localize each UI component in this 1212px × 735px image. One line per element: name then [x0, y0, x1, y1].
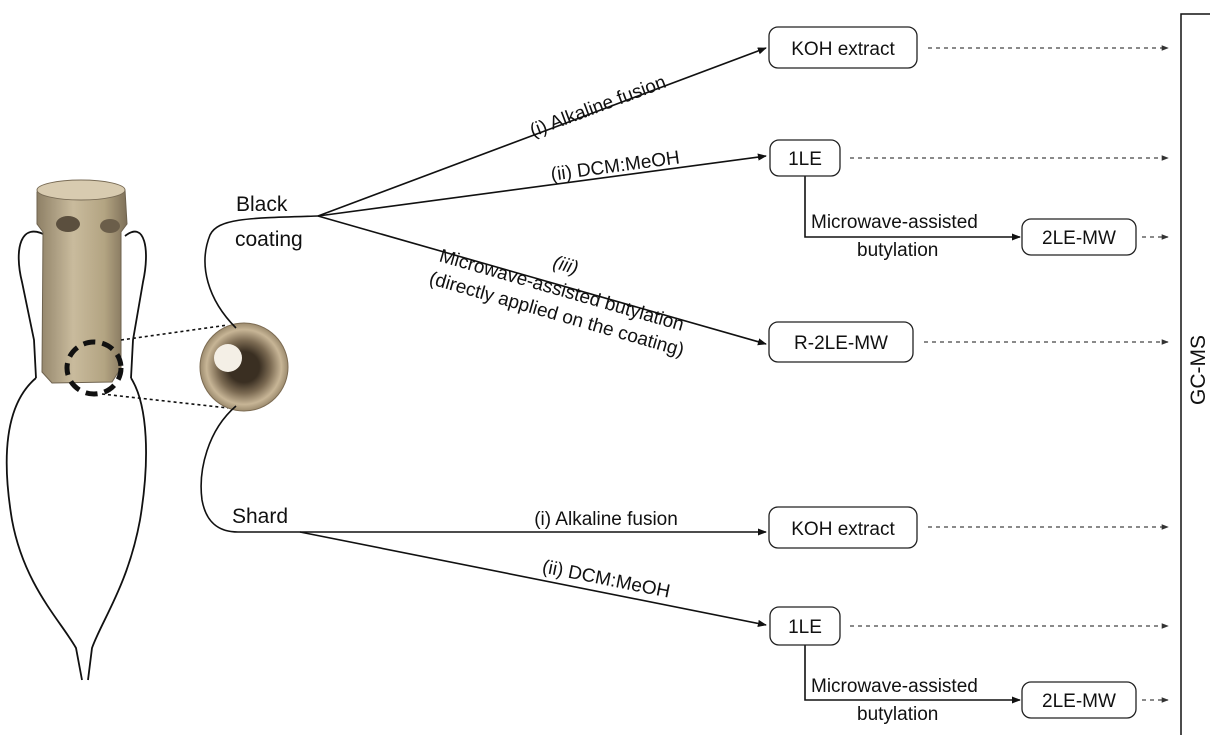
- shard-label: Shard: [232, 505, 288, 528]
- black-coating-label-line2: coating: [235, 228, 303, 251]
- amphora-outline: [5, 230, 147, 681]
- shard-butylation-elbow: [804, 645, 1021, 704]
- svg-text:R-2LE-MW: R-2LE-MW: [794, 333, 888, 354]
- svg-text:1LE: 1LE: [788, 149, 822, 170]
- koh-extract-box-coating: KOH extract: [768, 26, 918, 69]
- shard-arrow-solvent: [299, 531, 767, 627]
- shard-butylation-label-2: butylation: [857, 704, 938, 725]
- connector-curve-top: [204, 215, 319, 329]
- gcms-label: GC-MS: [1187, 335, 1210, 405]
- svg-text:2LE-MW: 2LE-MW: [1042, 228, 1116, 249]
- 1le-box-shard: 1LE: [769, 606, 841, 646]
- amphora-neck-photo: [36, 179, 128, 384]
- black-coating-label-line1: Black: [236, 193, 288, 216]
- svg-text:KOH extract: KOH extract: [791, 519, 895, 540]
- shard-butylation-label-1: Microwave-assisted: [811, 676, 978, 697]
- direct-butylation-num: (iii): [550, 252, 580, 279]
- 2le-mw-box-coating: 2LE-MW: [1021, 218, 1137, 256]
- coating-arrow-direct: [317, 215, 767, 346]
- coating-butylation-elbow: [804, 174, 1021, 241]
- koh-extract-box-shard: KOH extract: [768, 506, 918, 549]
- 2le-mw-box-shard: 2LE-MW: [1021, 681, 1137, 719]
- svg-text:2LE-MW: 2LE-MW: [1042, 691, 1116, 712]
- coating-butylation-label-1: Microwave-assisted: [811, 212, 978, 233]
- svg-text:1LE: 1LE: [788, 617, 822, 638]
- sample-location-marker: [64, 339, 124, 397]
- coating-solvent-label: (ii) DCM:MeOH: [550, 147, 681, 185]
- shard-photo: [199, 322, 289, 412]
- coating-butylation-label-2: butylation: [857, 240, 938, 261]
- coating-alkaline-label: (i) Alkaline fusion: [527, 72, 669, 142]
- connector-curve-bottom: [200, 405, 239, 533]
- coating-arrow-solvent: [317, 153, 767, 217]
- svg-text:KOH extract: KOH extract: [791, 39, 895, 60]
- zoom-line-top: [120, 324, 229, 341]
- zoom-line-bottom: [101, 393, 229, 409]
- gcms-bracket: [1180, 13, 1210, 735]
- shard-solvent-label: (ii) DCM:MeOH: [540, 557, 671, 603]
- r-2le-mw-box: R-2LE-MW: [768, 321, 914, 363]
- 1le-box-coating: 1LE: [769, 139, 841, 177]
- shard-alkaline-label: (i) Alkaline fusion: [534, 509, 678, 530]
- coating-arrow-alkaline: [317, 47, 767, 217]
